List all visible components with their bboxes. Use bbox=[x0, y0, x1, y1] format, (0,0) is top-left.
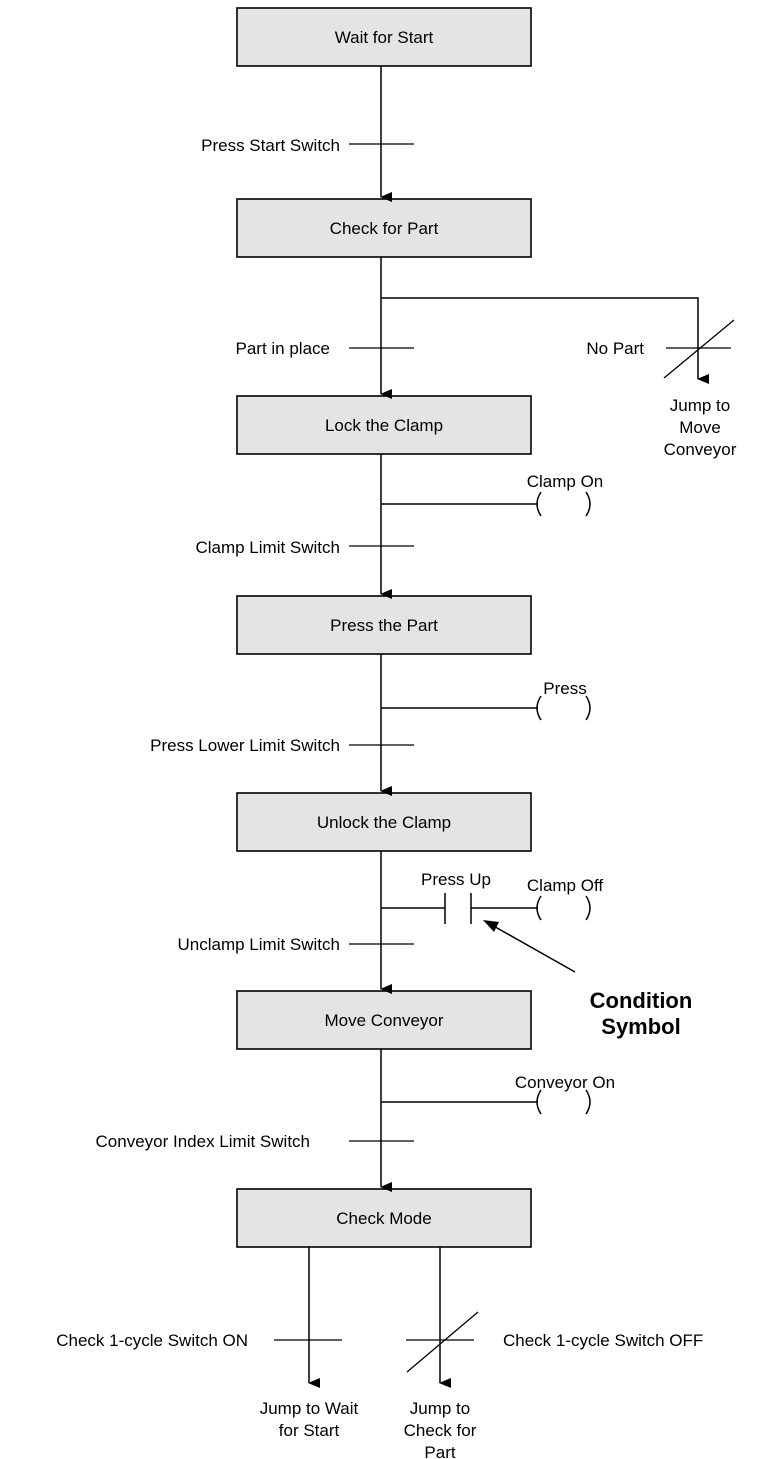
condition-pointer-arrowhead bbox=[483, 920, 499, 932]
jump-check-for-part-line2: Check for bbox=[404, 1421, 477, 1440]
step-wait-for-start: Wait for Start bbox=[236, 7, 532, 67]
action-clamp-off: Clamp Off bbox=[527, 876, 603, 895]
transition-unclamp-limit-switch: Unclamp Limit Switch bbox=[178, 935, 341, 954]
coil-left-press bbox=[536, 695, 542, 721]
action-press: Press bbox=[543, 679, 586, 698]
transition-check-1cycle-off: Check 1-cycle Switch OFF bbox=[503, 1331, 703, 1350]
action-conveyor-on: Conveyor On bbox=[515, 1073, 615, 1092]
annotation-condition: Condition bbox=[590, 988, 693, 1013]
step-press-part: Press the Part bbox=[236, 595, 532, 655]
coil-right-press bbox=[585, 695, 591, 721]
coil-right-conveyor-on bbox=[585, 1089, 591, 1115]
jump-check-for-part-line1: Jump to bbox=[410, 1399, 470, 1418]
coil-left-clamp-on bbox=[536, 491, 542, 517]
transition-clamp-limit-switch: Clamp Limit Switch bbox=[195, 538, 340, 557]
step-label: Unlock the Clamp bbox=[317, 813, 451, 832]
coil-right-clamp-off bbox=[585, 895, 591, 921]
step-label: Check for Part bbox=[330, 219, 439, 238]
transition-no-part: No Part bbox=[586, 339, 644, 358]
action-clamp-on: Clamp On bbox=[527, 472, 604, 491]
jump-move-conveyor-line2: Move bbox=[679, 418, 721, 437]
jump-wait-for-start-line1: Jump to Wait bbox=[260, 1399, 359, 1418]
transition-conveyor-index-limit-switch: Conveyor Index Limit Switch bbox=[96, 1132, 310, 1151]
jump-wait-for-start-line2: for Start bbox=[279, 1421, 340, 1440]
step-label: Check Mode bbox=[336, 1209, 431, 1228]
step-move-conveyor: Move Conveyor bbox=[236, 990, 532, 1050]
transition-check-1cycle-on: Check 1-cycle Switch ON bbox=[56, 1331, 248, 1350]
transition-press-lower-limit-switch: Press Lower Limit Switch bbox=[150, 736, 340, 755]
step-label: Lock the Clamp bbox=[325, 416, 443, 435]
condition-press-up: Press Up bbox=[421, 870, 491, 889]
coil-left-clamp-off bbox=[536, 895, 542, 921]
negation-slash-no-part bbox=[663, 319, 735, 379]
step-unlock-clamp: Unlock the Clamp bbox=[236, 792, 532, 852]
step-label: Move Conveyor bbox=[324, 1011, 443, 1030]
jump-move-conveyor-line1: Jump to bbox=[670, 396, 730, 415]
coil-right-clamp-on bbox=[585, 491, 591, 517]
step-check-mode: Check Mode bbox=[236, 1188, 532, 1248]
step-lock-clamp: Lock the Clamp bbox=[236, 395, 532, 455]
negation-slash-1cycle-off bbox=[406, 1311, 479, 1373]
step-label: Press the Part bbox=[330, 616, 438, 635]
step-label: Wait for Start bbox=[335, 28, 434, 47]
coil-left-conveyor-on bbox=[536, 1089, 542, 1115]
transition-press-start-switch: Press Start Switch bbox=[201, 136, 340, 155]
jump-move-conveyor-line3: Conveyor bbox=[664, 440, 737, 459]
condition-pointer-line bbox=[489, 923, 576, 973]
transition-part-in-place: Part in place bbox=[236, 339, 331, 358]
branch-no-part-line bbox=[381, 297, 709, 384]
jump-check-for-part-line3: Part bbox=[424, 1443, 455, 1459]
step-check-for-part: Check for Part bbox=[236, 198, 532, 258]
annotation-symbol: Symbol bbox=[601, 1014, 680, 1039]
